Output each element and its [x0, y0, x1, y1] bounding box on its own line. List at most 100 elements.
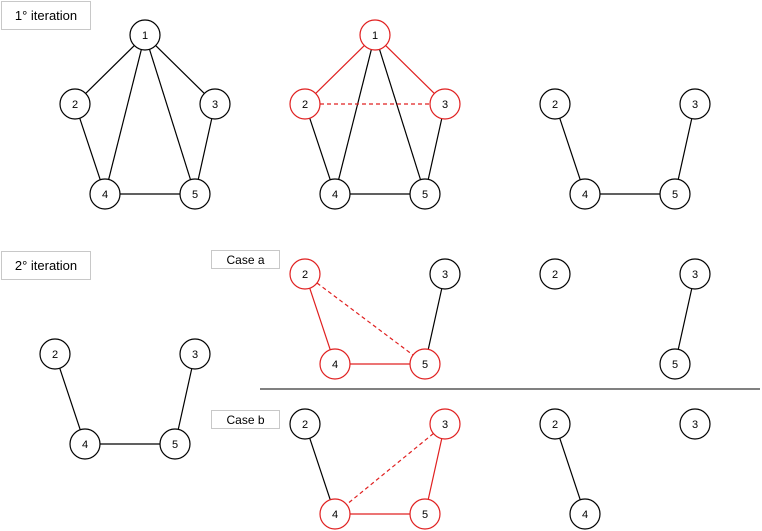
graph-case-b-result: 2 3 4: [539, 408, 711, 530]
edge-3-5: [427, 288, 443, 350]
node-1-label: 1: [372, 30, 378, 42]
iteration-1-label: 1° iteration: [1, 1, 91, 30]
node-3-label: 3: [692, 99, 698, 111]
node-1-circle: [359, 19, 391, 51]
node-4-label: 4: [582, 189, 588, 201]
edge-3-5: [427, 438, 443, 500]
node-3-label: 3: [442, 269, 448, 281]
node-5-circle: [659, 178, 691, 210]
edge-3-5: [197, 118, 213, 180]
graph-iter2-start: 2 3 4 5: [39, 338, 211, 460]
node-2-label: 2: [52, 349, 58, 361]
iteration-2-label: 2° iteration: [1, 251, 91, 280]
node-5-circle: [409, 348, 441, 380]
node-4-circle: [69, 428, 101, 460]
graph-iter1-result: 2 3 4 5: [539, 88, 711, 210]
node-3-circle: [179, 338, 211, 370]
node-5-label: 5: [422, 509, 428, 521]
node-5-circle: [409, 178, 441, 210]
node-4-label: 4: [332, 189, 338, 201]
node-2-label: 2: [552, 269, 558, 281]
graph-case-b-triangle: 2 3 4 5: [289, 408, 461, 530]
node-4-label: 4: [332, 509, 338, 521]
edge-2-4: [79, 118, 101, 180]
node-2-circle: [539, 258, 571, 290]
node-5-label: 5: [192, 189, 198, 201]
node-4-circle: [319, 178, 351, 210]
node-4-circle: [569, 498, 601, 530]
node-4-label: 4: [332, 359, 338, 371]
node-3-label: 3: [692, 419, 698, 431]
node-3-circle: [679, 88, 711, 120]
node-3-label: 3: [692, 269, 698, 281]
node-2-label: 2: [302, 99, 308, 111]
edge-3-5: [427, 118, 443, 180]
node-4-circle: [569, 178, 601, 210]
edge-3-4: [346, 433, 434, 505]
node-3-circle: [429, 88, 461, 120]
node-2-circle: [39, 338, 71, 370]
node-2-label: 2: [302, 269, 308, 281]
graph-case-a-result: 2 3 5: [539, 258, 711, 380]
node-2-circle: [289, 88, 321, 120]
node-4-circle: [319, 348, 351, 380]
edge-2-4: [559, 438, 581, 500]
edge-1-3: [385, 45, 435, 94]
edge-3-5: [177, 368, 193, 430]
node-3-circle: [679, 258, 711, 290]
node-1-circle: [129, 19, 161, 51]
node-5-label: 5: [672, 359, 678, 371]
graph-case-a-triangle: 2 3 4 5: [289, 258, 461, 380]
node-4-label: 4: [82, 439, 88, 451]
node-2-label: 2: [72, 99, 78, 111]
graph-iter1-original: 1 2 3 4 5: [59, 19, 231, 210]
edge-2-4: [559, 118, 581, 180]
node-3-circle: [199, 88, 231, 120]
node-2-circle: [289, 408, 321, 440]
node-3-label: 3: [192, 349, 198, 361]
edge-1-5: [148, 49, 192, 180]
node-2-label: 2: [552, 419, 558, 431]
node-4-label: 4: [582, 509, 588, 521]
node-3-circle: [429, 258, 461, 290]
edge-1-3: [155, 45, 205, 94]
node-2-circle: [59, 88, 91, 120]
edge-3-5: [677, 288, 693, 350]
node-4-circle: [89, 178, 121, 210]
node-3-label: 3: [442, 419, 448, 431]
edge-3-5: [677, 118, 693, 180]
edge-1-4: [338, 49, 372, 180]
node-5-label: 5: [422, 189, 428, 201]
edge-2-4: [309, 118, 331, 180]
node-2-circle: [289, 258, 321, 290]
node-5-circle: [659, 348, 691, 380]
node-2-circle: [539, 88, 571, 120]
node-5-circle: [159, 428, 191, 460]
edge-1-2: [85, 45, 135, 94]
edge-2-4: [59, 368, 81, 430]
node-3-label: 3: [442, 99, 448, 111]
node-5-circle: [409, 498, 441, 530]
node-2-label: 2: [552, 99, 558, 111]
node-3-circle: [679, 408, 711, 440]
edge-1-4: [108, 49, 142, 180]
edge-1-2: [315, 45, 365, 94]
node-5-label: 5: [172, 439, 178, 451]
graph-iter1-triangle: 1 2 3 4 5: [289, 19, 461, 210]
node-1-label: 1: [142, 30, 148, 42]
node-5-label: 5: [422, 359, 428, 371]
node-3-circle: [429, 408, 461, 440]
node-4-circle: [319, 498, 351, 530]
node-5-label: 5: [672, 189, 678, 201]
edge-2-4: [309, 288, 331, 350]
case-b-label: Case b: [211, 410, 280, 429]
node-3-label: 3: [212, 99, 218, 111]
node-5-circle: [179, 178, 211, 210]
node-4-label: 4: [102, 189, 108, 201]
edge-2-5: [316, 282, 414, 356]
case-a-label: Case a: [211, 250, 280, 269]
node-2-label: 2: [302, 419, 308, 431]
edge-1-5: [378, 49, 422, 180]
edge-2-4: [309, 438, 331, 500]
